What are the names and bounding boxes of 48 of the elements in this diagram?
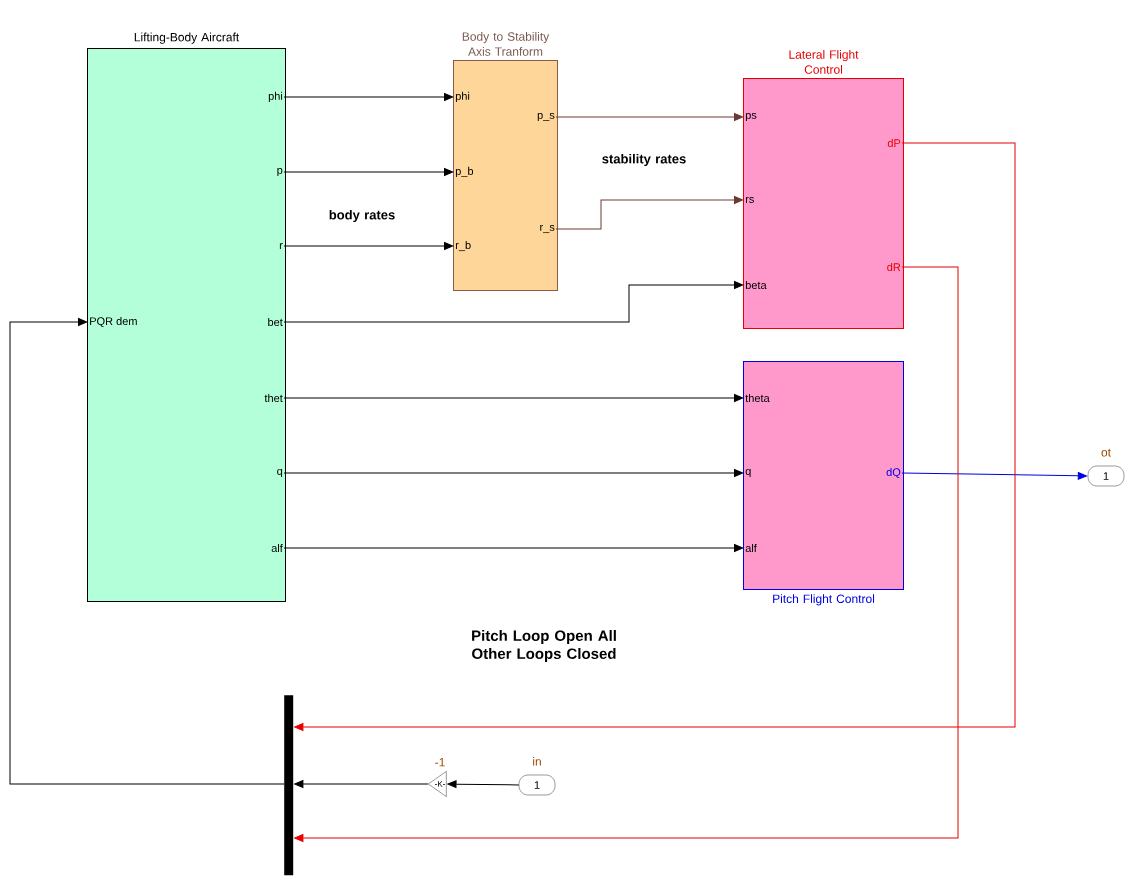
block-title: Pitch Flight Control — [773, 594, 875, 606]
block-name: in — [533, 756, 541, 766]
signal-line — [283, 242, 454, 250]
signal-line — [555, 113, 744, 121]
signal-line — [9, 318, 285, 785]
port-label: theta — [745, 393, 770, 403]
annotation-text: stability rates — [602, 153, 686, 167]
port-label: phi — [455, 91, 470, 103]
signal-line — [294, 266, 959, 842]
gain-triangle: -K- — [428, 771, 447, 797]
port-label: r — [279, 243, 283, 249]
signal-line — [283, 168, 454, 176]
block-title: Lateral Flight Control — [789, 50, 859, 74]
signal-line — [447, 780, 520, 788]
signal-line — [283, 281, 744, 323]
port-label: bet — [268, 317, 283, 327]
signal-line — [294, 142, 1016, 731]
port-label: dQ — [886, 467, 901, 478]
signal-line — [283, 93, 454, 101]
block-name: -1 — [435, 758, 445, 767]
signal-line — [283, 544, 744, 552]
signal-line — [283, 469, 744, 477]
port-label: p_s — [537, 112, 555, 122]
signal-line — [294, 780, 429, 788]
annotation-text: Pitch Loop Open All Other Loops Closed — [472, 630, 616, 662]
port-label: rs — [745, 197, 754, 203]
port-label: phi — [268, 91, 283, 103]
annotation-text: body rates — [329, 209, 395, 223]
port-label: r_b — [455, 240, 471, 252]
port-label: q — [745, 468, 751, 478]
block-title: Body to Stability Axis Tranform — [462, 32, 550, 56]
signal-line — [901, 471, 1087, 480]
port-label: dR — [887, 262, 901, 272]
block-name: ot — [1101, 448, 1111, 457]
port-label: r_s — [540, 224, 555, 234]
signal-line — [283, 394, 744, 402]
port-label: beta — [745, 280, 767, 290]
port-label: p — [277, 167, 283, 177]
port-label: dP — [887, 138, 901, 148]
port-label: p_b — [455, 166, 474, 178]
port-label: thet — [264, 393, 283, 403]
port-label: ps — [745, 112, 757, 122]
port-label: alf — [745, 543, 757, 553]
port-label: alf — [271, 543, 283, 553]
signal-line — [555, 196, 744, 230]
port-label: q — [277, 468, 283, 478]
port-label: PQR dem — [90, 316, 137, 327]
block-title: Lifting-Body Aircraft — [134, 32, 240, 44]
